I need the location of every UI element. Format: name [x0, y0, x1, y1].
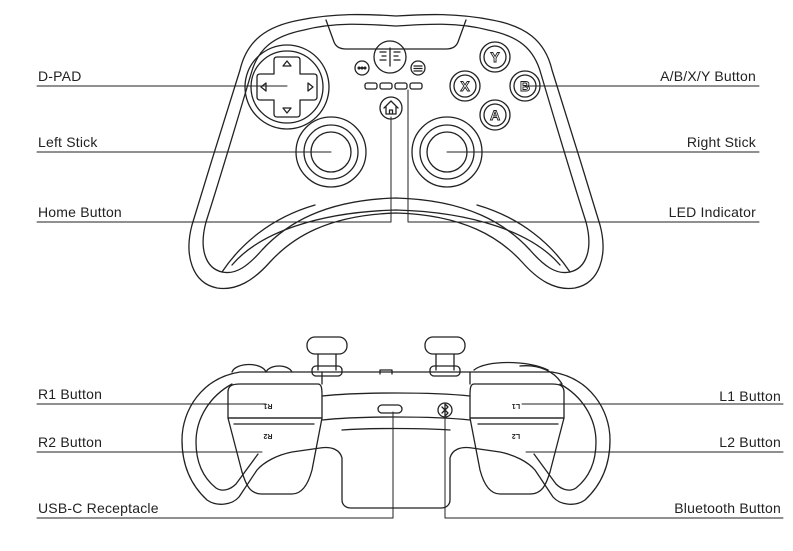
label-dpad: D-PAD	[38, 68, 82, 84]
led-indicator	[364, 82, 423, 90]
button-y[interactable]	[479, 41, 511, 73]
right-grip-curve	[476, 204, 571, 273]
label-r1: R1 Button	[38, 386, 103, 402]
dpad-icon	[256, 56, 318, 118]
top-leader-lines	[36, 403, 784, 519]
front-leader-lines	[36, 85, 760, 223]
front-body-outline	[188, 13, 604, 290]
front-view-controller	[36, 13, 760, 290]
label-left-stick: Left Stick	[38, 134, 98, 150]
label-right-stick: Right Stick	[686, 134, 756, 150]
r-bumpers	[227, 383, 323, 495]
home-button[interactable]	[379, 96, 403, 120]
menu-button[interactable]	[410, 60, 426, 76]
label-usb-c: USB-C Receptacle	[38, 500, 159, 516]
r2-trigger[interactable]	[227, 417, 323, 495]
view-icon	[354, 60, 370, 76]
top-view-controller	[36, 336, 784, 519]
button-a-letter: A	[490, 107, 500, 123]
label-bluetooth: Bluetooth Button	[674, 500, 781, 516]
bottom-center-curve	[231, 209, 561, 266]
top-center-cutout	[325, 19, 467, 50]
top-body-inner	[195, 383, 259, 491]
top-left-thumbstick	[306, 336, 348, 377]
dpad[interactable]	[244, 44, 330, 130]
front-body-inner	[202, 23, 590, 274]
home-icon	[383, 100, 399, 115]
button-y-letter: Y	[490, 49, 500, 65]
r1-mark: R1	[263, 402, 272, 409]
top-body-outline	[181, 371, 611, 509]
usb-c-port-icon	[377, 404, 403, 414]
left-grip-curve	[221, 204, 316, 273]
view-button[interactable]	[354, 60, 370, 76]
label-home-button: Home Button	[38, 204, 122, 220]
l1-mark: L1	[512, 402, 520, 409]
l2-trigger[interactable]	[469, 417, 565, 495]
bluetooth-icon	[441, 403, 449, 417]
bluetooth-button[interactable]	[437, 402, 453, 418]
l1-bumper[interactable]	[469, 383, 565, 419]
l2-mark: L2	[512, 432, 520, 439]
share-button[interactable]	[373, 40, 407, 74]
share-icon	[379, 47, 401, 67]
label-l1: L1 Button	[719, 388, 781, 404]
button-x[interactable]	[449, 70, 481, 102]
r2-mark: R2	[263, 432, 272, 439]
r1-bumper[interactable]	[227, 383, 323, 419]
button-a[interactable]	[479, 99, 511, 131]
label-l2: L2 Button	[719, 434, 781, 450]
label-r2: R2 Button	[38, 434, 103, 450]
button-x-letter: X	[460, 78, 470, 94]
top-right-thumbstick	[424, 336, 466, 377]
label-led-indicator: LED Indicator	[668, 204, 756, 220]
label-abxy: A/B/X/Y Button	[660, 68, 756, 84]
menu-icon	[410, 60, 426, 76]
button-b-letter: B	[520, 78, 530, 94]
